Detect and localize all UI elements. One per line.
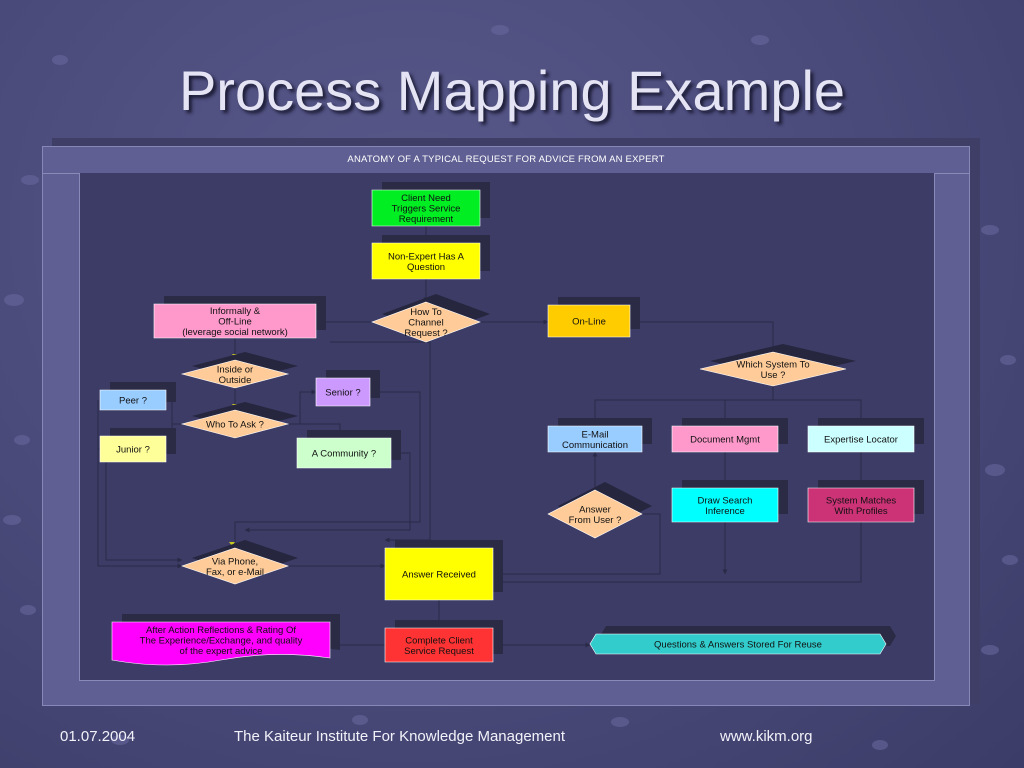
how-to-channel-label: How To (410, 307, 442, 318)
system-matches-label: System Matches (826, 495, 896, 506)
after-action-label: The Experience/Exchange, and quality (140, 636, 303, 647)
node-junior: Junior ? (99, 435, 167, 463)
client-need-label: Triggers Service (392, 204, 461, 215)
diagram-caption: ANATOMY OF A TYPICAL REQUEST FOR ADVICE … (347, 154, 665, 165)
complete-client-label: Complete Client (405, 635, 473, 646)
arrowhead-4 (229, 542, 235, 546)
informally-label: Off-Line (218, 317, 252, 328)
connector-7 (165, 397, 182, 425)
informally-label: Informally & (210, 306, 261, 317)
email-label: Communication (562, 440, 628, 451)
node-who-to-ask: Who To Ask ? (180, 409, 290, 439)
draw-search-label: Inference (705, 506, 745, 517)
which-system-label: Use ? (761, 370, 786, 381)
answer-from-user-label: From User ? (569, 515, 622, 526)
connector-23 (232, 391, 421, 549)
after-action-label: After Action Reflections & Rating Of (146, 625, 296, 636)
after-action-label: of the expert advice (180, 646, 263, 657)
node-answer-received: Answer Received (384, 547, 494, 601)
node-after-action: After Action Reflections & Rating OfThe … (111, 621, 331, 666)
connector-4 (630, 321, 776, 353)
connector-11 (592, 386, 774, 427)
non-expert-label: Non-Expert Has A (388, 251, 465, 262)
connector-22 (98, 448, 183, 563)
complete-client-label: Service Request (404, 646, 474, 657)
connector-21 (97, 400, 183, 569)
system-matches-label: With Profiles (834, 506, 888, 517)
junior-label: Junior ? (116, 445, 150, 456)
which-system-label: Which System To (736, 359, 809, 370)
senior-label: Senior ? (325, 388, 360, 399)
informally-label: (leverage social network) (182, 327, 288, 338)
via-phone-label: Via Phone, (212, 556, 258, 567)
doc-mgmt-label: Document Mgmt (690, 435, 760, 446)
connector-12 (722, 399, 773, 427)
community-label: A Community ? (312, 449, 376, 460)
footer-date: 01.07.2004 (60, 728, 136, 745)
how-to-channel-label: Channel (408, 318, 443, 329)
via-phone-label: Fax, or e-Mail (206, 567, 264, 578)
connector-19 (492, 522, 862, 585)
slide-title: Process Mapping Example (178, 59, 846, 122)
inside-outside-label: Outside (219, 375, 252, 386)
answer-received-label: Answer Received (402, 570, 476, 581)
footer-institute: The Kaiteur Institute For Knowledge Mana… (234, 728, 566, 745)
peer-label: Peer ? (119, 396, 147, 407)
connector-9 (288, 389, 317, 425)
who-to-ask-label: Who To Ask ? (206, 420, 264, 431)
qa-stored-label: Questions & Answers Stored For Reuse (654, 640, 822, 651)
answer-from-user-label: Answer (579, 504, 611, 515)
email-label: E-Mail (582, 429, 609, 440)
node-expertise-locator: Expertise Locator (807, 425, 915, 453)
client-need-label: Client Need (401, 193, 451, 204)
node-qa-stored: Questions & Answers Stored For Reuse (589, 633, 887, 655)
draw-search-label: Draw Search (698, 495, 753, 506)
connector-13 (773, 399, 864, 427)
on-line-label: On-Line (572, 317, 606, 328)
node-doc-mgmt: Document Mgmt (671, 425, 779, 453)
node-peer: Peer ? (99, 389, 167, 411)
node-via-phone: Via Phone,Fax, or e-Mail (181, 547, 289, 585)
node-community: A Community ? (296, 437, 392, 469)
non-expert-label: Question (407, 262, 445, 273)
node-informally: Informally &Off-Line(leverage social net… (153, 303, 317, 339)
client-need-label: Requirement (399, 214, 454, 225)
how-to-channel-label: Request ? (404, 328, 447, 339)
node-on-line: On-Line (547, 304, 631, 338)
connector-17 (492, 513, 661, 577)
expertise-locator-label: Expertise Locator (824, 435, 898, 446)
footer-url: www.kikm.org (720, 728, 813, 745)
inside-outside-label: Inside or (217, 364, 253, 375)
node-senior: Senior ? (315, 377, 371, 407)
